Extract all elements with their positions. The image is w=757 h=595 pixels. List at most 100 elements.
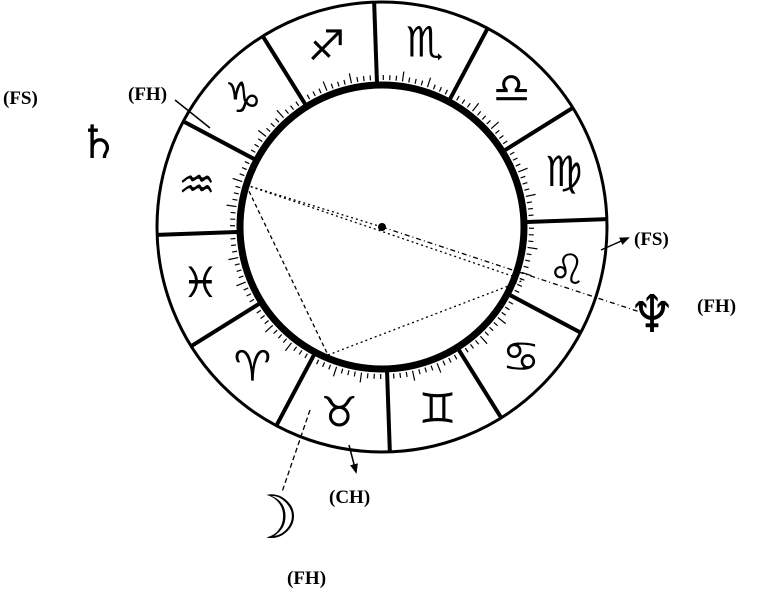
degree-tick — [329, 365, 331, 370]
degree-tick — [247, 294, 251, 296]
zodiac-sign: ♐ — [308, 21, 346, 70]
degree-tick — [323, 362, 325, 367]
degree-tick — [283, 339, 286, 343]
degree-tick — [236, 282, 245, 286]
degree-tick — [439, 87, 441, 92]
degree-tick — [360, 373, 361, 383]
label-fh-bottom: (FH) — [287, 568, 326, 589]
label-fh-top: (FH) — [128, 84, 167, 105]
degree-tick — [409, 78, 410, 83]
zodiac-sign: ♍ — [545, 147, 583, 196]
degree-tick — [349, 73, 351, 83]
degree-tick — [235, 264, 240, 265]
degree-tick — [231, 245, 236, 246]
degree-tick — [462, 100, 465, 104]
degree-tick — [413, 371, 415, 381]
degree-tick — [258, 130, 266, 136]
degree-tick — [415, 79, 416, 84]
degree-tick — [317, 360, 319, 365]
degree-tick — [232, 251, 237, 252]
degree-tick — [285, 110, 288, 114]
degree-tick — [513, 158, 517, 160]
degree-tick — [331, 84, 333, 89]
degree-tick — [477, 111, 480, 115]
degree-tick — [402, 72, 403, 82]
degree-tick — [344, 80, 345, 85]
degree-tick — [524, 189, 529, 190]
degree-tick — [244, 288, 249, 290]
degree-tick — [427, 78, 430, 88]
zodiac-sign: ♊ — [419, 384, 457, 433]
neptune-icon: ♆ — [629, 285, 676, 345]
degree-tick — [445, 90, 447, 95]
degree-tick — [228, 258, 238, 260]
degree-tick — [341, 369, 342, 374]
sign-divider — [510, 295, 581, 333]
degree-tick — [498, 318, 506, 324]
degree-tick — [299, 350, 302, 354]
degree-tick — [266, 128, 270, 131]
degree-tick — [433, 85, 435, 90]
label-fs-top-left: (FS) — [3, 88, 38, 109]
degree-tick — [236, 186, 241, 187]
degree-tick — [437, 363, 441, 372]
degree-tick — [239, 276, 244, 278]
zodiac-sign: ♌ — [548, 245, 586, 294]
label-fh-right: (FH) — [697, 296, 736, 317]
degree-tick — [494, 322, 498, 325]
degree-tick — [449, 358, 451, 362]
zodiac-sign: ♑ — [224, 73, 262, 122]
degree-tick — [421, 81, 422, 86]
degree-tick — [425, 368, 426, 373]
degree-tick — [257, 310, 261, 313]
degree-tick — [485, 332, 489, 336]
degree-tick — [510, 152, 514, 154]
degree-tick — [357, 77, 358, 82]
degree-tick — [470, 344, 473, 348]
degree-tick — [242, 168, 247, 170]
degree-tick — [457, 96, 460, 100]
label-ch-bottom: (CH) — [329, 487, 370, 508]
zodiac-sign: ♒ — [178, 160, 216, 209]
zodiac-sign: ♏ — [406, 17, 444, 66]
degree-tick — [524, 266, 529, 267]
degree-tick — [523, 183, 528, 184]
degree-tick — [480, 336, 487, 343]
zodiac-sign: ♉ — [320, 388, 358, 437]
degree-tick — [251, 150, 255, 153]
degree-tick — [503, 141, 507, 144]
degree-tick — [333, 367, 336, 377]
degree-tick — [250, 299, 254, 301]
degree-tick — [517, 284, 522, 286]
degree-tick — [465, 348, 468, 352]
degree-tick — [502, 312, 506, 315]
degree-tick — [499, 136, 503, 139]
degree-tick — [234, 193, 239, 194]
degree-tick — [313, 92, 315, 96]
degree-tick — [323, 81, 327, 90]
degree-tick — [348, 370, 349, 375]
degree-tick — [233, 199, 238, 200]
zodiac-sign: ♈ — [234, 341, 272, 390]
degree-tick — [305, 354, 308, 358]
degree-tick — [516, 164, 521, 166]
degree-tick — [490, 327, 494, 330]
degree-tick — [515, 290, 520, 292]
degree-tick — [240, 174, 245, 176]
degree-tick — [487, 120, 491, 124]
moon-connector-line — [282, 410, 310, 492]
degree-tick — [528, 208, 533, 209]
degree-tick — [419, 369, 420, 374]
zodiac-sign: ♎ — [493, 64, 531, 113]
degree-tick — [495, 130, 499, 133]
degree-tick — [521, 176, 526, 178]
degree-tick — [227, 205, 237, 206]
degree-tick — [265, 325, 272, 332]
degree-tick — [274, 330, 278, 334]
degree-tick — [245, 162, 250, 164]
degree-tick — [285, 343, 291, 351]
degree-tick — [525, 260, 530, 261]
degree-tick — [319, 89, 321, 94]
degree-tick — [294, 347, 297, 351]
